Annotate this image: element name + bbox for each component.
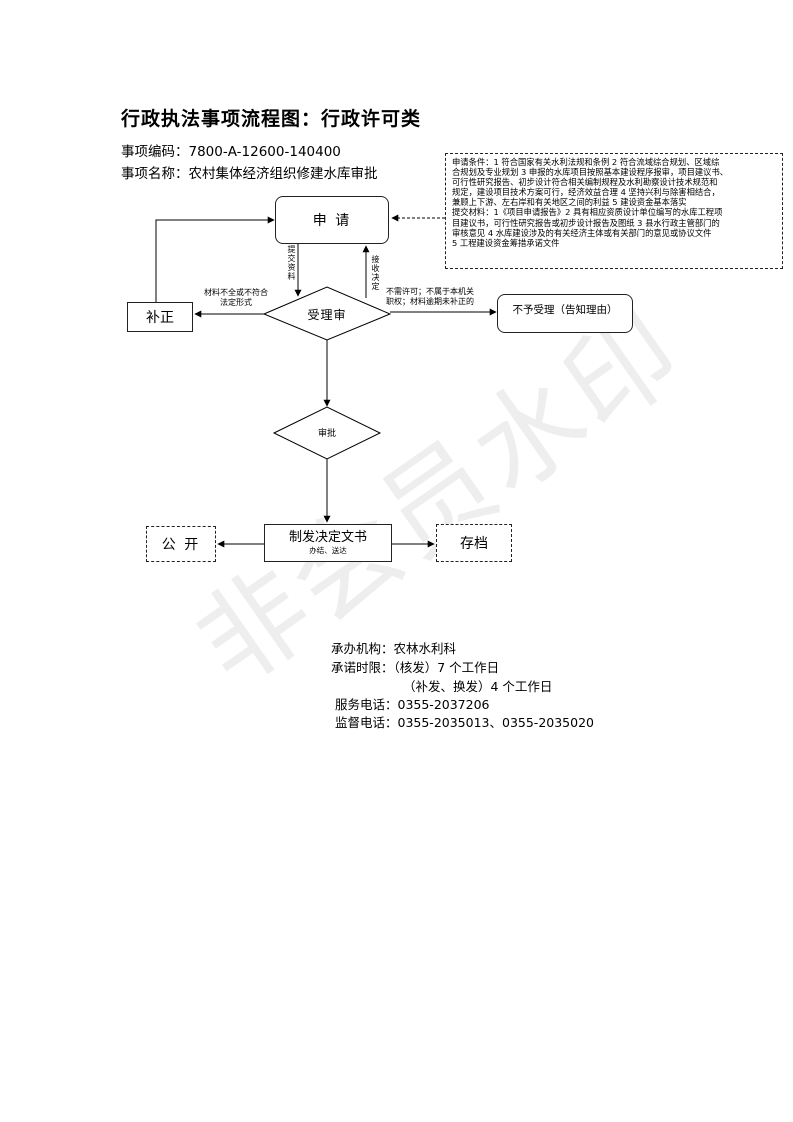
issue-box: 制发决定文书 办结、送达 <box>264 524 392 562</box>
review-label: 受理审 <box>307 308 347 322</box>
note-line: 5 工程建设资金筹措承诺文件 <box>452 237 560 248</box>
apply-box: 申 请 <box>275 196 389 244</box>
supplement-box: 补正 <box>127 302 193 332</box>
note-line: 申请条件：1 符合国家有关水利法规和条例 2 符合流域综合规划、区域综 <box>452 157 720 167</box>
incomplete-label: 材料不全或不符合 法定形式 <box>204 288 268 307</box>
issue-sub-label: 办结、送达 <box>309 546 347 555</box>
note-line: 目建议书，可行性研究报告或初步设计报告及图纸 3 县水行政主管部门的 <box>452 217 720 228</box>
item-code: 事项编码：7800-A-12600-140400 <box>121 144 341 160</box>
time-limit-issue: 承诺时限：（核发）7 个工作日 <box>331 660 500 675</box>
note-line: 审核意见 4 水库建设涉及的有关经济主体或有关部门的意见或协议文件 <box>452 227 712 238</box>
approve-diamond <box>272 406 382 460</box>
receive-label: 接收决定 <box>371 255 380 291</box>
note-line: 规定，建设项目技术方案可行，经济效益合理 4 坚持兴利与除害相结合， <box>452 187 720 198</box>
note-line: 兼顾上下游、左右岸和有关地区之间的利益 5 建设资金基本落实 <box>452 197 687 208</box>
page-title: 行政执法事项流程图：行政许可类 <box>121 108 422 130</box>
archive-box: 存档 <box>436 524 512 562</box>
supervision-phone: 监督电话：0355-2035013、0355-2035020 <box>335 715 594 730</box>
item-name: 事项名称：农村集体经济组织修建水库审批 <box>121 166 378 182</box>
publish-box: 公 开 <box>146 526 216 562</box>
agency: 承办机构：农林水利科 <box>331 641 457 656</box>
note-line: 合规划及专业规划 3 申报的水库项目按照基本建设程序报审，项目建议书、 <box>452 167 729 178</box>
submit-label: 提交资料 <box>287 245 296 281</box>
requirements-note: 申请条件：1 符合国家有关水利法规和条例 2 符合流域综合规划、区域综 合规划及… <box>445 153 783 269</box>
reject-box: 不予受理（告知理由） <box>497 294 633 333</box>
reject-condition-label: 不需许可；不属于本机关 职权；材料逾期未补正的 <box>386 287 474 306</box>
supplement-loop <box>155 216 275 302</box>
note-line: 提交材料：1《项目申请报告》2 具有相应资质设计单位编写的水库工程项 <box>452 207 723 218</box>
time-limit-reissue: （补发、换发）4 个工作日 <box>403 679 553 694</box>
approve-label: 审批 <box>317 429 336 439</box>
issue-label: 制发决定文书 <box>288 530 367 545</box>
review-diamond <box>262 286 392 341</box>
service-phone: 服务电话：0355-2037206 <box>335 697 490 712</box>
note-line: 可行性研究报告、初步设计符合相关编制规程及水利勘察设计技术规范和 <box>452 177 718 188</box>
